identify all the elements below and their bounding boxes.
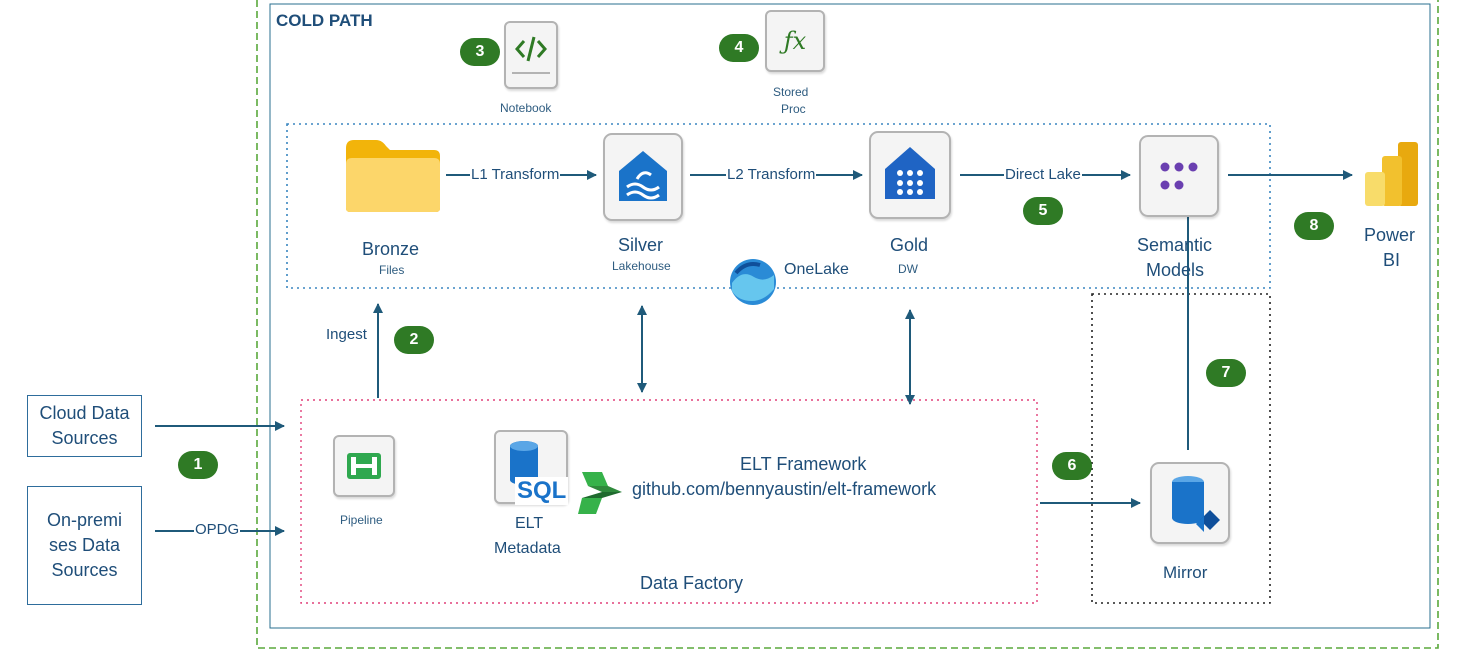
ingest-label: Ingest <box>325 326 368 343</box>
cold-path-frame <box>269 3 1431 629</box>
page-title: COLD PATH <box>276 11 373 30</box>
onprem-data-sources-box: On-premises Data Sources <box>27 486 142 605</box>
elt-framework-title: ELT Framework <box>740 454 867 474</box>
lakehouse-icon <box>603 133 683 221</box>
pipeline-label: Pipeline <box>340 513 383 527</box>
step-badge-8: 8 <box>1294 212 1334 240</box>
mirror-boundary <box>1091 293 1271 604</box>
step-badge-1: 1 <box>178 451 218 479</box>
step-badge-7: 7 <box>1206 359 1246 387</box>
silver-label: Silver <box>618 235 664 255</box>
mirror-label: Mirror <box>1163 563 1208 582</box>
step-badge-2: 2 <box>394 326 434 354</box>
gold-sub-label: DW <box>898 262 918 276</box>
semantic-model-icon <box>1139 135 1219 217</box>
stored-proc-icon: ƒx <box>765 10 825 72</box>
onelake-boundary <box>286 123 1271 289</box>
elt-metadata-label-1: ELT <box>515 515 544 532</box>
mirror-icon <box>1150 462 1230 544</box>
onelake-label: OneLake <box>784 261 849 278</box>
elt-framework-url[interactable]: github.com/bennyaustin/elt-framework <box>632 479 937 499</box>
stored-proc-label-1: Stored <box>773 85 809 99</box>
semantic-label-2: Models <box>1146 260 1205 280</box>
cloud-data-sources-box: Cloud Data Sources <box>27 395 142 457</box>
power-bi-label-1: Power <box>1364 225 1416 245</box>
elt-metadata-label-2: Metadata <box>494 540 561 557</box>
outer-dashed-border <box>256 0 1439 649</box>
power-bi-icon <box>1365 142 1418 206</box>
l1-transform-label: L1 Transform <box>470 166 561 183</box>
silver-sub-label: Lakehouse <box>612 259 671 273</box>
semantic-label-1: Semantic <box>1137 235 1213 255</box>
cloud-data-sources-label: Cloud Data Sources <box>39 403 130 448</box>
gold-label: Gold <box>890 235 929 255</box>
framework-logo-icon <box>578 472 622 514</box>
step-badge-4: 4 <box>719 34 759 62</box>
onelake-icon <box>730 259 776 305</box>
data-factory-boundary <box>300 399 1038 604</box>
warehouse-icon <box>869 131 951 219</box>
notebook-label: Notebook <box>500 101 552 115</box>
bronze-label: Bronze <box>362 239 420 259</box>
power-bi-label-2: BI <box>1383 250 1401 270</box>
step-badge-3: 3 <box>460 38 500 66</box>
opdg-label: OPDG <box>194 521 241 538</box>
stored-proc-label-2: Proc <box>781 102 806 116</box>
sql-badge: SQL <box>515 477 569 505</box>
pipeline-icon <box>333 435 395 497</box>
data-factory-label: Data Factory <box>640 573 744 593</box>
bronze-sub-label: Files <box>379 263 405 277</box>
step-badge-6: 6 <box>1052 452 1092 480</box>
direct-lake-label: Direct Lake <box>1004 166 1082 183</box>
step-badge-5: 5 <box>1023 197 1063 225</box>
notebook-icon <box>504 21 558 89</box>
folder-icon <box>346 140 440 212</box>
onprem-data-sources-label: On-premises Data Sources <box>46 510 122 580</box>
l2-transform-label: L2 Transform <box>726 166 817 183</box>
